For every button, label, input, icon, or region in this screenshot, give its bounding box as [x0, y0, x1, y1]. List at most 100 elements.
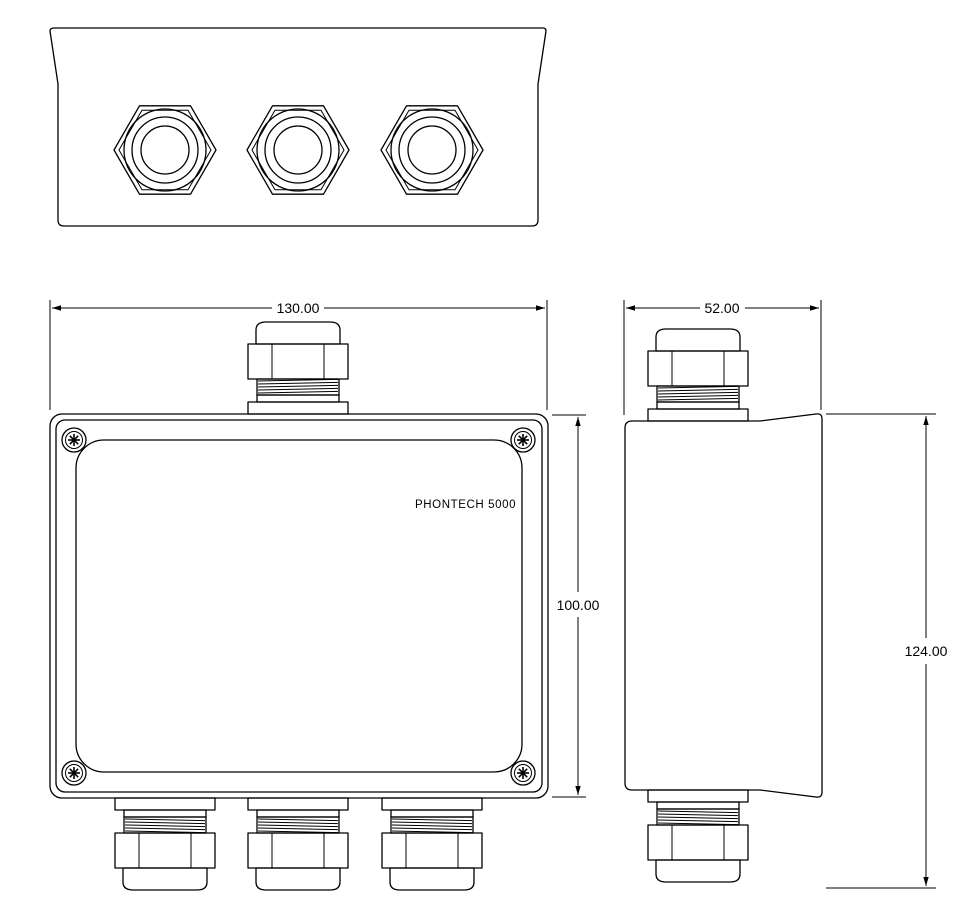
screw-slot [69, 768, 79, 778]
gland-outer-ring [390, 108, 474, 192]
depth-dimension: 52.00 [623, 300, 822, 415]
thread-line [257, 390, 339, 394]
screw-recess [65, 431, 83, 449]
gland-cable-hole [407, 125, 457, 175]
thread-line [657, 819, 739, 823]
top-gland-3 [380, 105, 484, 195]
enclosure-lid-panel [75, 439, 523, 773]
thread-line [257, 378, 339, 382]
thread-line [257, 818, 339, 822]
gland-cable-hole [140, 125, 190, 175]
thread-line [657, 813, 739, 817]
thread-line [391, 830, 473, 834]
thread-line [257, 830, 339, 834]
top-view [49, 27, 547, 227]
screw-head [61, 760, 87, 786]
enclosure-body-inner [55, 419, 543, 793]
front-view: PHONTECH 5000 130.00 100.00 [49, 300, 600, 891]
screw-recess [514, 764, 532, 782]
front-bottom-gland-2 [247, 797, 349, 891]
screw-recess [514, 431, 532, 449]
gland-cable-hole [273, 125, 323, 175]
overall-height-dimension: 124.00 [826, 413, 948, 889]
gland-flange [647, 789, 749, 803]
thread-line [257, 387, 339, 391]
thread-line [257, 384, 339, 388]
gland-seal-ring [264, 116, 332, 184]
thread-line [657, 388, 739, 392]
gland-locknut [256, 394, 340, 403]
lid-screw-group [61, 427, 536, 786]
gland-dome-cap [655, 859, 741, 883]
gland-hex-body [381, 832, 483, 869]
gland-hex-inner [118, 109, 212, 191]
enclosure-body-outer [49, 413, 549, 799]
gland-locknut [656, 401, 740, 410]
screw-1 [61, 427, 87, 453]
gland-flange [647, 408, 749, 422]
screw-head [510, 427, 536, 453]
gland-outer-ring [256, 108, 340, 192]
gland-flange [247, 797, 349, 811]
thread-line [124, 830, 206, 834]
gland-hex-body [647, 824, 749, 861]
thread-line [257, 824, 339, 828]
thread-line [657, 810, 739, 814]
thread-line [257, 381, 339, 385]
gland-dome-cap [255, 867, 341, 891]
thread-line [657, 391, 739, 395]
top-gland-1 [113, 105, 217, 195]
gland-dome-cap [655, 328, 741, 352]
side-view: 52.00 124.00 [623, 300, 948, 889]
thread-line [657, 822, 739, 826]
thread-line [124, 827, 206, 831]
thread-line [657, 394, 739, 398]
gland-locknut [256, 809, 340, 818]
screw-4 [510, 760, 536, 786]
gland-locknut [123, 809, 207, 818]
gland-hex-body [647, 350, 749, 387]
thread-line [657, 397, 739, 401]
side-view-body [624, 413, 823, 798]
top-gland-group [113, 105, 484, 195]
thread-line [391, 827, 473, 831]
depth-dimension-text: 52.00 [704, 300, 739, 316]
thread-line [657, 816, 739, 820]
gland-hex-body [247, 832, 349, 869]
front-bottom-gland-group [114, 797, 483, 891]
overall-height-dimension-text: 124.00 [905, 643, 948, 659]
thread-line [257, 821, 339, 825]
gland-hex-inner [251, 109, 345, 191]
gland-locknut [656, 801, 740, 810]
gland-hex-inner [385, 109, 479, 191]
screw-recess [65, 764, 83, 782]
gland-seal-ring [131, 116, 199, 184]
gland-hex-nut [380, 105, 484, 195]
thread-line [257, 827, 339, 831]
gland-seal-ring [398, 116, 466, 184]
gland-hex-nut [246, 105, 350, 195]
thread-line [124, 818, 206, 822]
gland-outer-ring [123, 108, 207, 192]
side-top-cable-gland [647, 328, 749, 422]
side-bottom-gland [647, 789, 749, 883]
gland-dome-cap [122, 867, 208, 891]
thread-line [391, 818, 473, 822]
width-dimension: 130.00 [49, 300, 548, 410]
thread-line [657, 385, 739, 389]
top-view-outline [49, 27, 547, 227]
thread-line [124, 824, 206, 828]
screw-head [61, 427, 87, 453]
screw-slot [518, 435, 528, 445]
gland-hex-nut [113, 105, 217, 195]
thread-line [391, 824, 473, 828]
gland-flange [114, 797, 216, 811]
height-dimension-text: 100.00 [557, 597, 600, 613]
screw-slot [69, 435, 79, 445]
side-bottom-cable-gland [647, 789, 749, 883]
gland-flange [247, 401, 349, 415]
width-dimension-text: 130.00 [277, 300, 320, 316]
side-top-gland [647, 328, 749, 422]
gland-hex-body [114, 832, 216, 869]
screw-head [510, 760, 536, 786]
